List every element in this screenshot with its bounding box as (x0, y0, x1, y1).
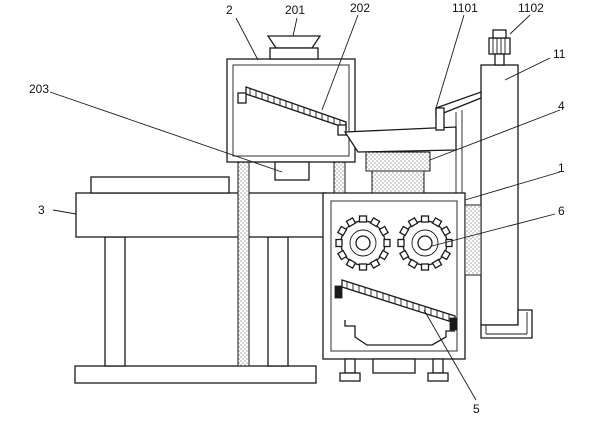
hopper-outer (226, 58, 356, 163)
hopper-discharge (274, 161, 310, 181)
hopper-sieve (237, 86, 347, 136)
label-6: 6 (558, 204, 565, 218)
label-201: 201 (285, 3, 305, 17)
feed-inlet-neck (269, 47, 319, 60)
support-column-left (237, 161, 250, 367)
label-5: 5 (473, 402, 480, 416)
lifting-column (480, 64, 519, 326)
label-11: 11 (553, 47, 566, 61)
label-3: 3 (38, 203, 45, 217)
label-202: 202 (350, 1, 370, 15)
feed-inlet (266, 35, 322, 49)
conveyor-plate (343, 126, 457, 153)
label-1102: 1102 (518, 1, 544, 15)
table-legs (104, 236, 289, 367)
base-plate (74, 365, 317, 384)
conveyor-joint (365, 151, 431, 172)
conveyor-lower (371, 170, 425, 194)
hopper-inner (232, 64, 350, 157)
label-1: 1 (558, 161, 565, 175)
top-motor (488, 29, 511, 66)
table-top (75, 192, 327, 238)
label-203: 203 (29, 82, 49, 96)
crusher-outlet (344, 320, 455, 346)
support-column-right (333, 161, 346, 197)
label-2: 2 (226, 3, 233, 17)
return-pipe (480, 309, 533, 339)
crusher-feet (339, 358, 449, 382)
leader-lines (49, 14, 561, 401)
label-4: 4 (558, 99, 565, 113)
label-1101: 1101 (452, 1, 478, 15)
table-top-block (90, 176, 230, 194)
crusher-side-strip (464, 204, 482, 276)
lower-sieve (334, 279, 458, 331)
crusher-inner (330, 200, 458, 352)
lift-arm-post (435, 107, 445, 131)
gear-right (397, 215, 453, 271)
gear-left (335, 215, 391, 271)
